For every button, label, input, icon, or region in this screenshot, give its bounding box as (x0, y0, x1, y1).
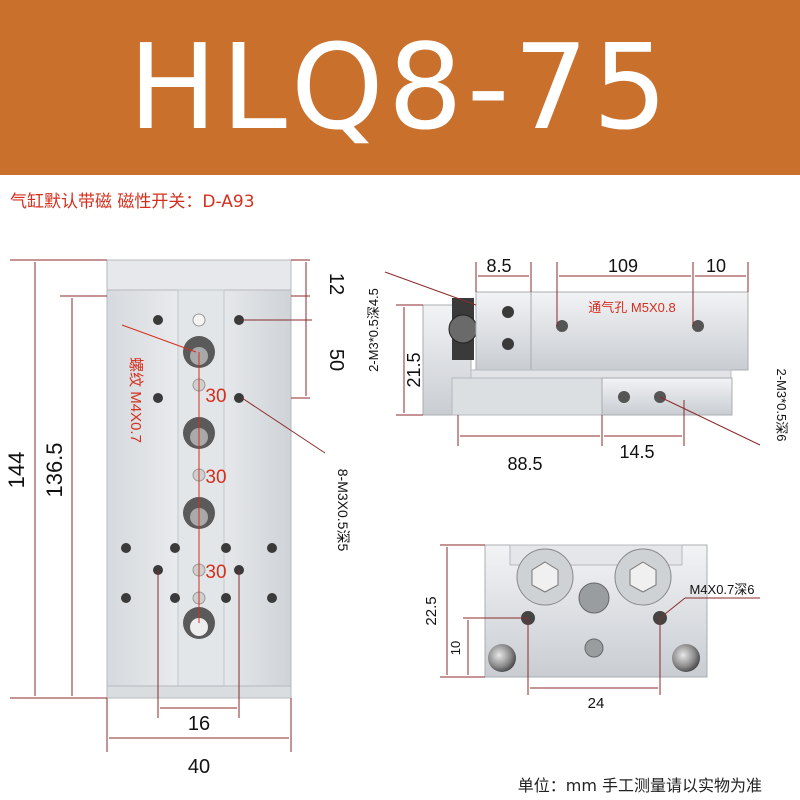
vent-label: 通气孔 M5X0.8 (588, 300, 675, 315)
dim-136-5: 136.5 (42, 442, 67, 497)
dim-16: 16 (188, 713, 210, 735)
base-rail (451, 377, 603, 416)
end-hole-label: M4X0.7深6 (689, 582, 754, 597)
dim-50: 50 (325, 349, 347, 371)
dim-88-5: 88.5 (507, 454, 542, 474)
pitch-label-2: 30 (205, 467, 226, 488)
dim-144: 144 (4, 452, 29, 489)
dim-22-5: 22.5 (423, 596, 440, 625)
dim-end-10: 10 (448, 641, 463, 655)
dim-109: 109 (608, 256, 638, 276)
dim-14-5: 14.5 (619, 442, 654, 462)
end-view (440, 544, 760, 695)
bottom-plate (106, 685, 292, 699)
right-hole-label: 2-M3*0.5深6 (774, 369, 789, 442)
model-title: HLQ8-75 (128, 18, 672, 156)
pitch-label-3: 30 (205, 562, 226, 583)
dim-12: 12 (325, 273, 347, 295)
front-view (10, 259, 326, 752)
dim-8-5: 8.5 (486, 256, 511, 276)
title-banner (0, 0, 800, 175)
thread-label: 螺纹 M4X0.7 (127, 357, 144, 443)
top-plate (106, 259, 292, 291)
side-view (384, 262, 761, 446)
magnet-note: 气缸默认带磁 磁性开关：D-A93 (10, 192, 255, 212)
pitch-label-1: 30 (205, 386, 226, 407)
unit-note: 单位：mm 手工测量请以实物为准 (517, 776, 762, 795)
dim-21-5: 21.5 (404, 352, 424, 387)
cylinder-tube (530, 291, 749, 371)
left-hole-label: 2-M3*0.5深4.5 (366, 288, 381, 372)
hole-spec-label: 8-M3X0.5深5 (335, 469, 351, 552)
slide-block (475, 291, 532, 371)
dim-24: 24 (588, 695, 605, 712)
dim-40: 40 (188, 756, 210, 778)
dim-10: 10 (706, 256, 726, 276)
